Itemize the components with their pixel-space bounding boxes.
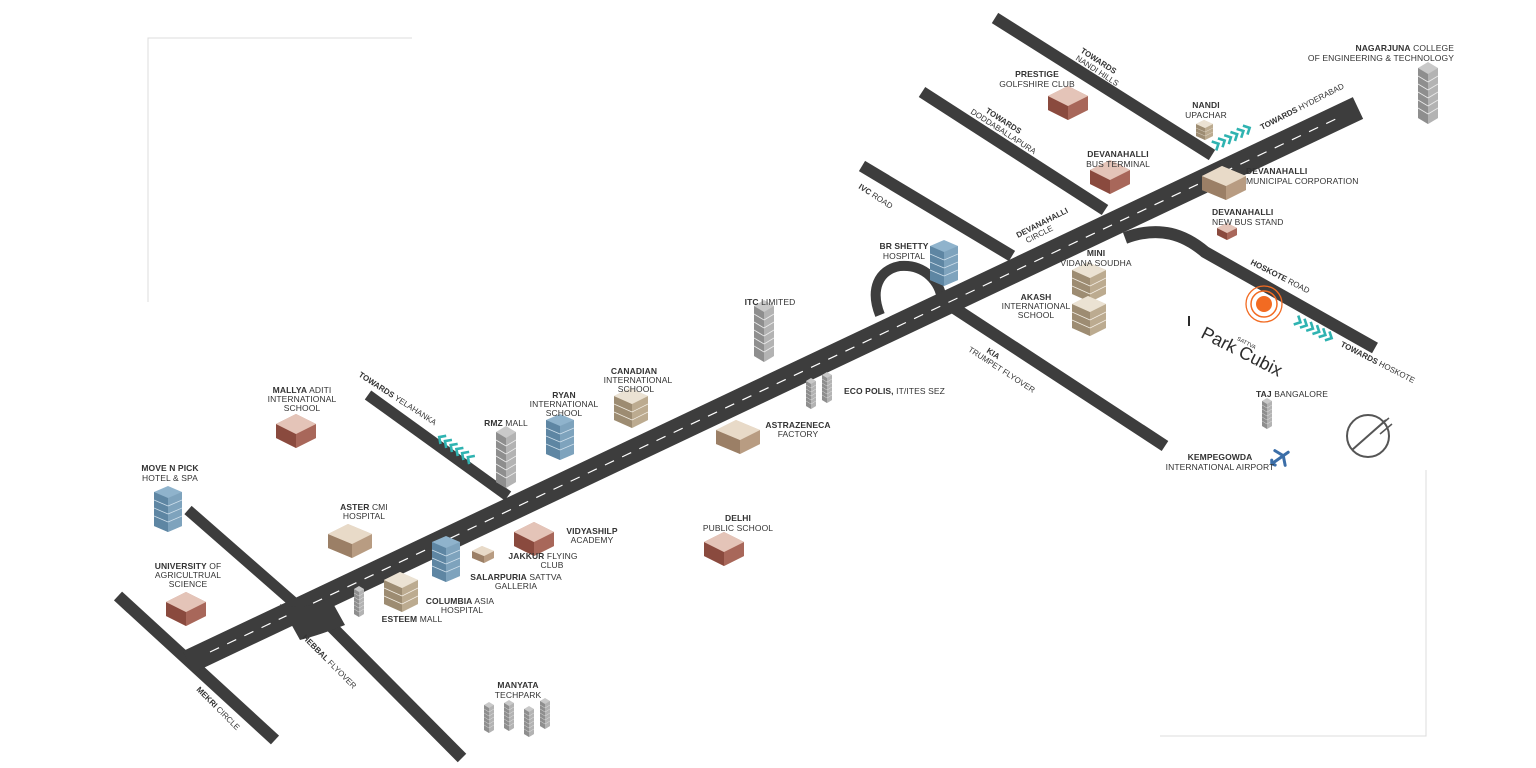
project-brand: Park Cubix xyxy=(1198,323,1286,381)
columbia-building xyxy=(383,571,419,613)
nandi-upachar-building xyxy=(1195,119,1214,141)
road-hoskote xyxy=(1122,226,1378,354)
manyata-building-3 xyxy=(523,705,535,738)
dps-building xyxy=(704,532,744,566)
label-eco-polis: ECO POLIS, IT/ITES SEZ xyxy=(844,386,945,396)
manyata-building-1 xyxy=(483,701,495,734)
eco-polis-building-1 xyxy=(805,377,817,410)
main-highway xyxy=(182,97,1364,673)
label-towards-hoskote: TOWARDS HOSKOTE xyxy=(1339,340,1416,385)
move-n-pick-building xyxy=(153,485,183,533)
road-hebbal-flyover xyxy=(315,610,467,763)
university-building xyxy=(166,592,206,626)
road-yelahanka xyxy=(364,390,512,501)
aster-building xyxy=(328,524,372,558)
rmz-mall-building xyxy=(495,425,517,489)
vidana-soudha-building xyxy=(1071,261,1107,303)
road-move-n-pick xyxy=(184,505,304,613)
akash-school-building xyxy=(1071,295,1107,337)
br-shetty-building xyxy=(929,239,959,287)
north-arrow-icon xyxy=(1346,414,1393,458)
esteem-building xyxy=(353,585,365,618)
project-logo: SATTVA Park Cubix xyxy=(1198,323,1286,381)
label-rmz: RMZ MALL xyxy=(484,418,528,428)
project-marker-icon xyxy=(1245,285,1283,323)
roads xyxy=(113,12,1378,763)
road-trumpet-loop xyxy=(870,260,947,317)
road-kia-trumpet xyxy=(941,296,1169,452)
hebbal-junction xyxy=(280,598,345,640)
prestige-building xyxy=(1048,86,1088,120)
label-taj: TAJ BANGALORE xyxy=(1256,389,1328,399)
mallya-school-building xyxy=(276,414,316,448)
ryan-school-building xyxy=(545,413,575,461)
road-doddaballapura xyxy=(918,86,1109,216)
label-itc: ITC LIMITED xyxy=(745,297,796,307)
manyata-building-4 xyxy=(539,697,551,730)
background-panels xyxy=(147,37,1427,737)
salarpuria-building xyxy=(431,535,461,583)
road-ivc xyxy=(858,160,1016,262)
airplane-icon xyxy=(1270,449,1290,467)
itc-building xyxy=(753,299,775,363)
astrazeneca-building xyxy=(716,420,760,454)
road-nandi-hills xyxy=(991,12,1216,161)
arrow-towards-hyderabad xyxy=(1210,122,1254,152)
jakkur-building xyxy=(472,546,494,563)
nagarjuna-building xyxy=(1417,61,1439,125)
manyata-building-2 xyxy=(503,699,515,732)
canadian-school-building xyxy=(613,387,649,429)
label-esteem: ESTEEM MALL xyxy=(382,614,443,624)
taj-building xyxy=(1261,397,1273,430)
buildings xyxy=(153,61,1439,738)
eco-polis-building-2 xyxy=(821,371,833,404)
